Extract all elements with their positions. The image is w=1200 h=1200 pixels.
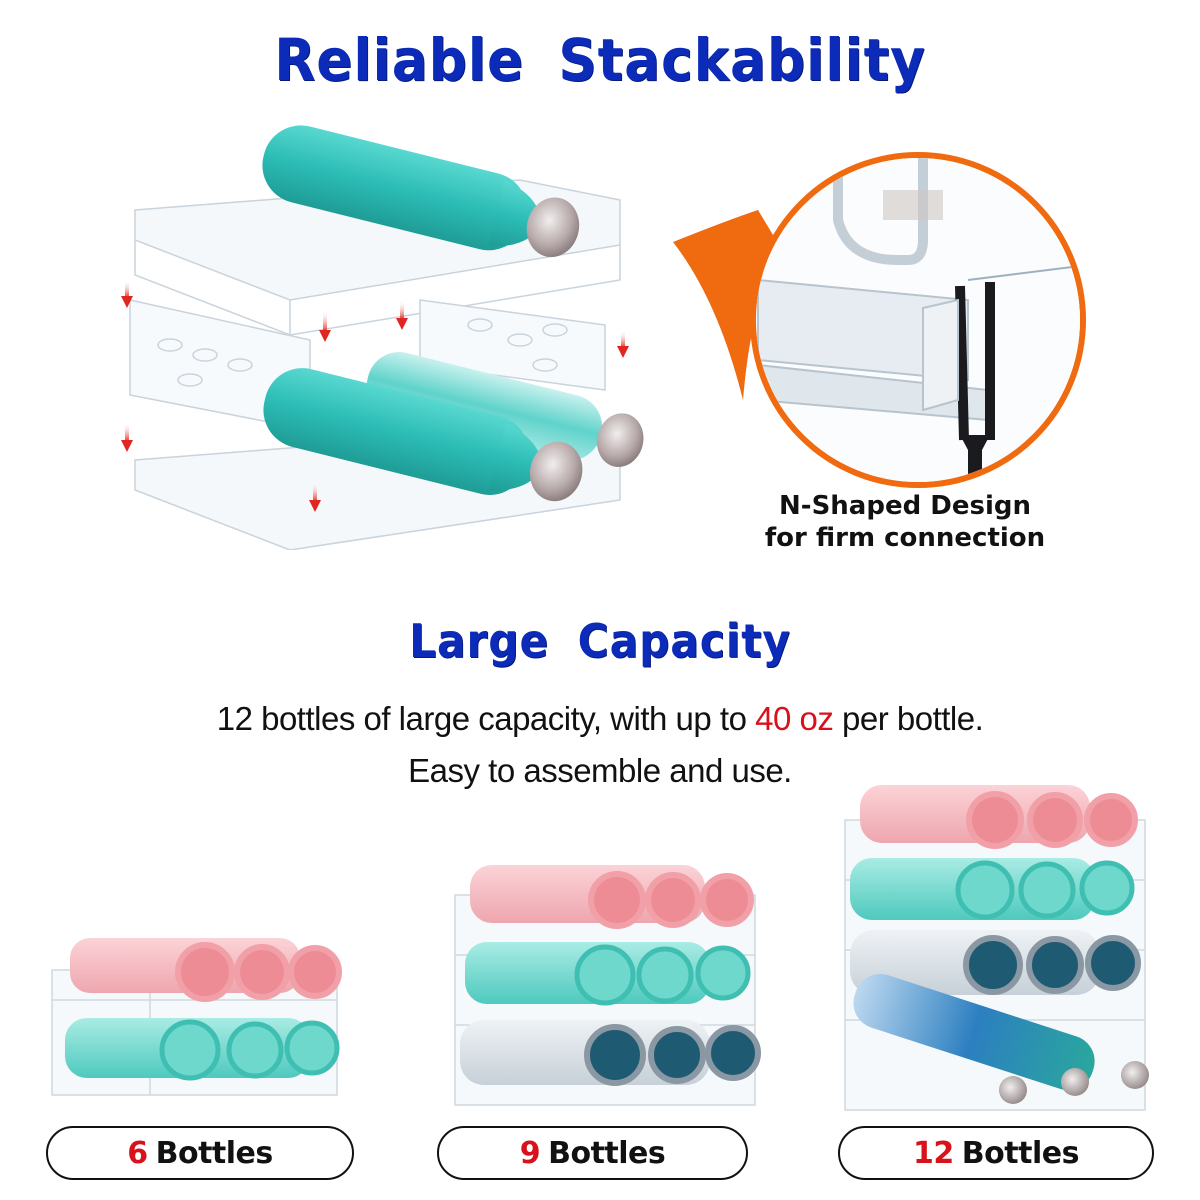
bottle-count: 9 [519, 1135, 541, 1171]
six-bottle-rack-image [51, 938, 342, 1096]
down-arrow-icons [121, 280, 629, 512]
bottle-count: 6 [127, 1135, 148, 1171]
callout-caption-line-1: N-Shaped Design [779, 491, 1031, 521]
capacity-highlight: 40 oz [755, 700, 834, 737]
callout-caption-line-2: for firm connection [764, 523, 1046, 553]
assembly-note: Easy to assemble and use. [408, 752, 792, 789]
six-bottles-option: 6 Bottles [46, 1126, 354, 1180]
stacking-diagram-image [121, 125, 644, 550]
n-shaped-connector-closeup [673, 152, 1086, 488]
capacity-description: 12 bottles of large capacity, with up to… [0, 700, 1200, 738]
twelve-bottle-rack-image [844, 785, 1149, 1111]
description-text-end: per bottle. [833, 700, 984, 737]
twelve-bottles-option: 12 Bottles [838, 1126, 1154, 1180]
description-text: 12 bottles of large capacity, with up to [216, 700, 756, 737]
nine-bottles-option: 9 Bottles [437, 1126, 748, 1180]
bottle-label: Bottles [155, 1135, 274, 1171]
stackability-heading: Reliable Stackability [274, 26, 926, 94]
bottle-label: Bottles [961, 1135, 1080, 1171]
nine-bottle-rack-image [454, 865, 761, 1106]
bottle-count: 12 [913, 1135, 954, 1171]
capacity-heading: Large Capacity [409, 614, 791, 668]
bottle-label: Bottles [548, 1135, 666, 1171]
